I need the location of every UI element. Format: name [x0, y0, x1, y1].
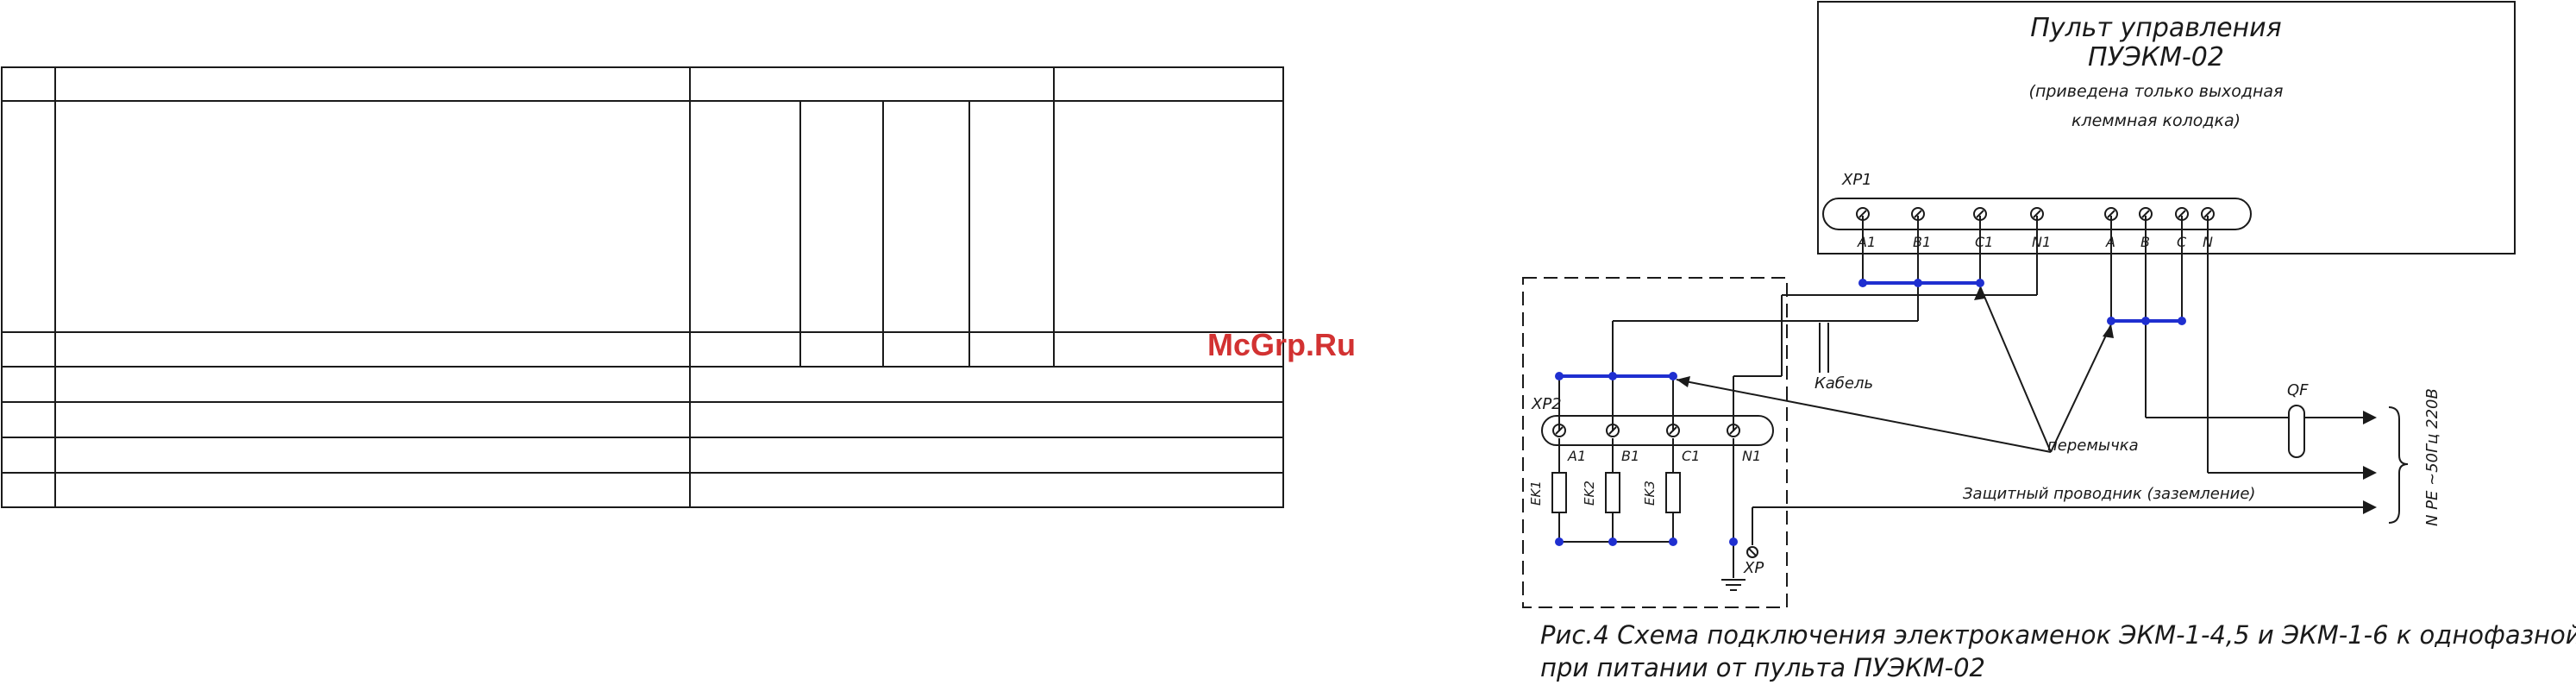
xp1-terminal-5-slot [2141, 210, 2150, 218]
xp1-terminal-label: A [2105, 234, 2115, 250]
supply-brace [2388, 406, 2409, 524]
cable-label: Кабель [1814, 374, 1873, 393]
xp2-terminal-block [1541, 415, 1774, 446]
panel-note-line1: (приведена только выходная [2029, 82, 2284, 101]
heating-elements: EK1 EK2 EK3 [1528, 472, 1681, 513]
supply-label: N PE ~50Гц 220В [2423, 388, 2441, 526]
jumper-label: перемычка [2047, 437, 2139, 455]
arrow-heads [1677, 286, 2377, 514]
xp2-label: XP2 [1531, 395, 1562, 413]
heating-element-label: EK1 [1528, 481, 1544, 506]
heating-element-label: EK2 [1582, 481, 1597, 506]
xp1-terminal-label: B1 [1913, 234, 1931, 250]
xp1-terminal-1-slot [1914, 210, 1922, 218]
xp2-terminal-label: B1 [1621, 448, 1639, 464]
heater-unit: XP2 A1 B1 C1 N1 EK1 EK2 EK3 [1522, 277, 1788, 608]
caption-line2: при питании от пульта ПУЭКМ-02 [1540, 653, 1985, 682]
heating-element [1665, 472, 1681, 513]
control-panel: Пульт управления ПУЭКМ-02 (приведена тол… [1817, 1, 2516, 255]
xp1-terminal-3-slot [2033, 210, 2041, 218]
watermark: McGrp.Ru [1207, 327, 1356, 362]
protective-label: Защитный проводник (заземление) [1963, 485, 2255, 503]
breaker-label: QF [2287, 381, 2309, 399]
panel-note-line2: клеммная колодка) [2071, 111, 2241, 130]
ground-icon [1721, 546, 1758, 591]
xp1-terminal-4-slot [2107, 210, 2115, 218]
xp2-terminal-label: A1 [1567, 448, 1586, 464]
heating-element [1605, 472, 1620, 513]
xp1-terminal-2-slot [1976, 210, 1984, 218]
xp1-terminal-label: A1 [1857, 234, 1876, 250]
empty-table [1, 66, 1284, 508]
junction-dots [1555, 279, 2186, 546]
panel-model: ПУЭКМ-02 [2088, 42, 2224, 72]
xp2-terminal-label: C1 [1682, 448, 1700, 464]
heating-element [1551, 472, 1567, 513]
jumpers [1559, 281, 2182, 378]
heating-element-label: EK3 [1642, 481, 1658, 506]
xp1-terminal-label: N1 [2032, 234, 2051, 250]
heater-enclosure [1522, 277, 1788, 608]
xp1-terminal-7-slot [2203, 210, 2212, 218]
xp1-terminal-0-slot [1858, 210, 1867, 218]
breaker-qf: QF [2287, 381, 2309, 458]
xp1-label: XP1 [1841, 171, 1872, 189]
ground-label: XP [1743, 559, 1764, 577]
xp1-terminal-label: C1 [1975, 234, 1993, 250]
xp2-terminal-label: N1 [1742, 448, 1761, 464]
wires [1558, 216, 2363, 569]
caption-line1: Рис.4 Схема подключения электрокаменок Э… [1540, 620, 2576, 650]
xp1-terminal-6-slot [2178, 210, 2186, 218]
panel-title: Пульт управления [2030, 13, 2281, 43]
